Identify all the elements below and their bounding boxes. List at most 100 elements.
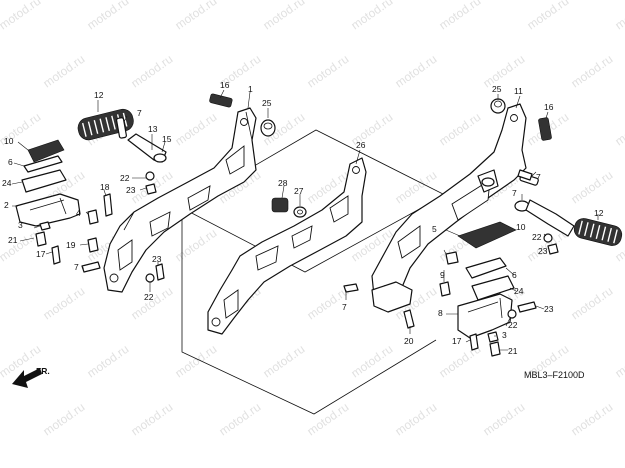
watermark-text: motod.ru (172, 226, 219, 265)
left-bolt-19 (87, 237, 99, 253)
left-bracket-edge (123, 111, 253, 231)
front-direction-arrow: FR. (12, 366, 50, 388)
callout-r12: 12 (594, 208, 604, 218)
watermark-text: motod.ru (216, 400, 263, 439)
callout-r3: 3 (502, 330, 507, 340)
callout-r22a: 22 (532, 232, 542, 242)
callout-r6: 6 (512, 270, 517, 280)
direction-label: FR. (36, 366, 50, 376)
right-assembly (371, 94, 623, 357)
watermark-text: motod.ru (392, 52, 439, 91)
watermark-text: motod.ru (40, 400, 87, 439)
left-washer-15 (153, 153, 167, 163)
left-bolt-23a (145, 183, 157, 195)
callout-12: 12 (94, 90, 104, 100)
left-collar-25 (260, 119, 276, 137)
callout-r7a: 7 (536, 172, 541, 182)
callout-7b: 7 (74, 262, 79, 272)
right-bolt-23b (517, 301, 537, 313)
left-bracket (103, 107, 257, 293)
watermark-text: motod.ru (612, 342, 625, 381)
callout-c7: 7 (342, 302, 347, 312)
callout-r25: 25 (492, 84, 502, 94)
callout-r16: 16 (544, 102, 554, 112)
watermark-text: motod.ru (128, 284, 175, 323)
callout-r9: 9 (440, 270, 445, 280)
left-bracket-hole-bottom (109, 273, 119, 283)
callout-r8: 8 (438, 308, 443, 318)
right-bolt-17 (469, 333, 479, 351)
callout-21: 21 (8, 235, 18, 245)
right-plate-6 (465, 257, 507, 279)
center-bolt-7 (343, 283, 359, 293)
callout-r22b: 22 (508, 320, 518, 330)
callout-23a: 23 (126, 185, 136, 195)
left-bolt-18 (103, 193, 113, 217)
right-bracket-mount (371, 281, 413, 313)
right-bolt-21 (489, 341, 501, 357)
callout-1: 1 (248, 84, 253, 94)
right-holder-8 (457, 293, 513, 339)
watermark-text: motod.ru (172, 0, 219, 32)
watermark-text: motod.ru (436, 0, 483, 32)
watermark-text: motod.ru (260, 342, 307, 381)
right-footpeg (573, 218, 623, 246)
left-leaders (11, 89, 269, 292)
left-bracket-hole-top (240, 118, 248, 126)
watermark-text: motod.ru (612, 110, 625, 149)
watermark-text: motod.ru (348, 0, 395, 32)
left-nut-3 (39, 221, 51, 231)
callout-r10: 10 (516, 222, 526, 232)
callout-r7b: 7 (512, 188, 517, 198)
left-bolt-21 (35, 231, 47, 247)
watermark-text: motod.ru (128, 52, 175, 91)
watermark-text: motod.ru (40, 284, 87, 323)
callout-13: 13 (148, 124, 158, 134)
drawing-code: MBL3–F2100D (524, 370, 585, 380)
watermark-text: motod.ru (480, 52, 527, 91)
watermark-text: motod.ru (84, 342, 131, 381)
center-collar-27 (293, 206, 307, 218)
callout-r5: 5 (432, 224, 437, 234)
left-washer-22b (145, 273, 155, 283)
callout-2: 2 (4, 200, 9, 210)
watermark-text: motod.ru (568, 168, 615, 207)
center-bracket (207, 157, 367, 335)
right-bolt-7b (517, 169, 533, 181)
left-bolt-23b (155, 263, 165, 281)
right-bolt-top-9 (445, 251, 459, 265)
watermark-text: motod.ru (436, 110, 483, 149)
left-bracket-cutout-2 (187, 185, 211, 211)
callout-r23b: 23 (544, 304, 554, 314)
callout-25: 25 (262, 98, 272, 108)
callout-20: 20 (404, 336, 414, 346)
left-step-10 (27, 139, 65, 163)
callout-19: 19 (66, 240, 76, 250)
callout-24: 24 (2, 178, 12, 188)
watermark-text: motod.ru (524, 0, 571, 32)
left-plate-24 (21, 169, 67, 193)
watermark-text: motod.ru (568, 52, 615, 91)
callout-3: 3 (18, 220, 23, 230)
center-assembly (207, 149, 415, 335)
callout-17: 17 (36, 249, 46, 259)
watermark-text: motod.ru (84, 0, 131, 32)
callout-r11: 11 (514, 86, 523, 96)
callout-27: 27 (294, 186, 304, 196)
center-frame-lower (181, 208, 437, 415)
watermark-text: motod.ru (128, 400, 175, 439)
callout-7: 7 (137, 108, 142, 118)
right-washer-22b (507, 309, 517, 319)
watermark-text: motod.ru (392, 400, 439, 439)
watermark-text: motod.ru (568, 284, 615, 323)
watermark-text: motod.ru (568, 400, 615, 439)
left-pin (116, 117, 127, 139)
center-leaders (281, 149, 411, 334)
callout-16: 16 (220, 80, 230, 90)
callout-26: 26 (356, 140, 366, 150)
watermark-text: motod.ru (40, 52, 87, 91)
left-bolt-17 (51, 245, 61, 265)
watermark-text: motod.ru (0, 0, 43, 32)
callout-22b: 22 (144, 292, 154, 302)
